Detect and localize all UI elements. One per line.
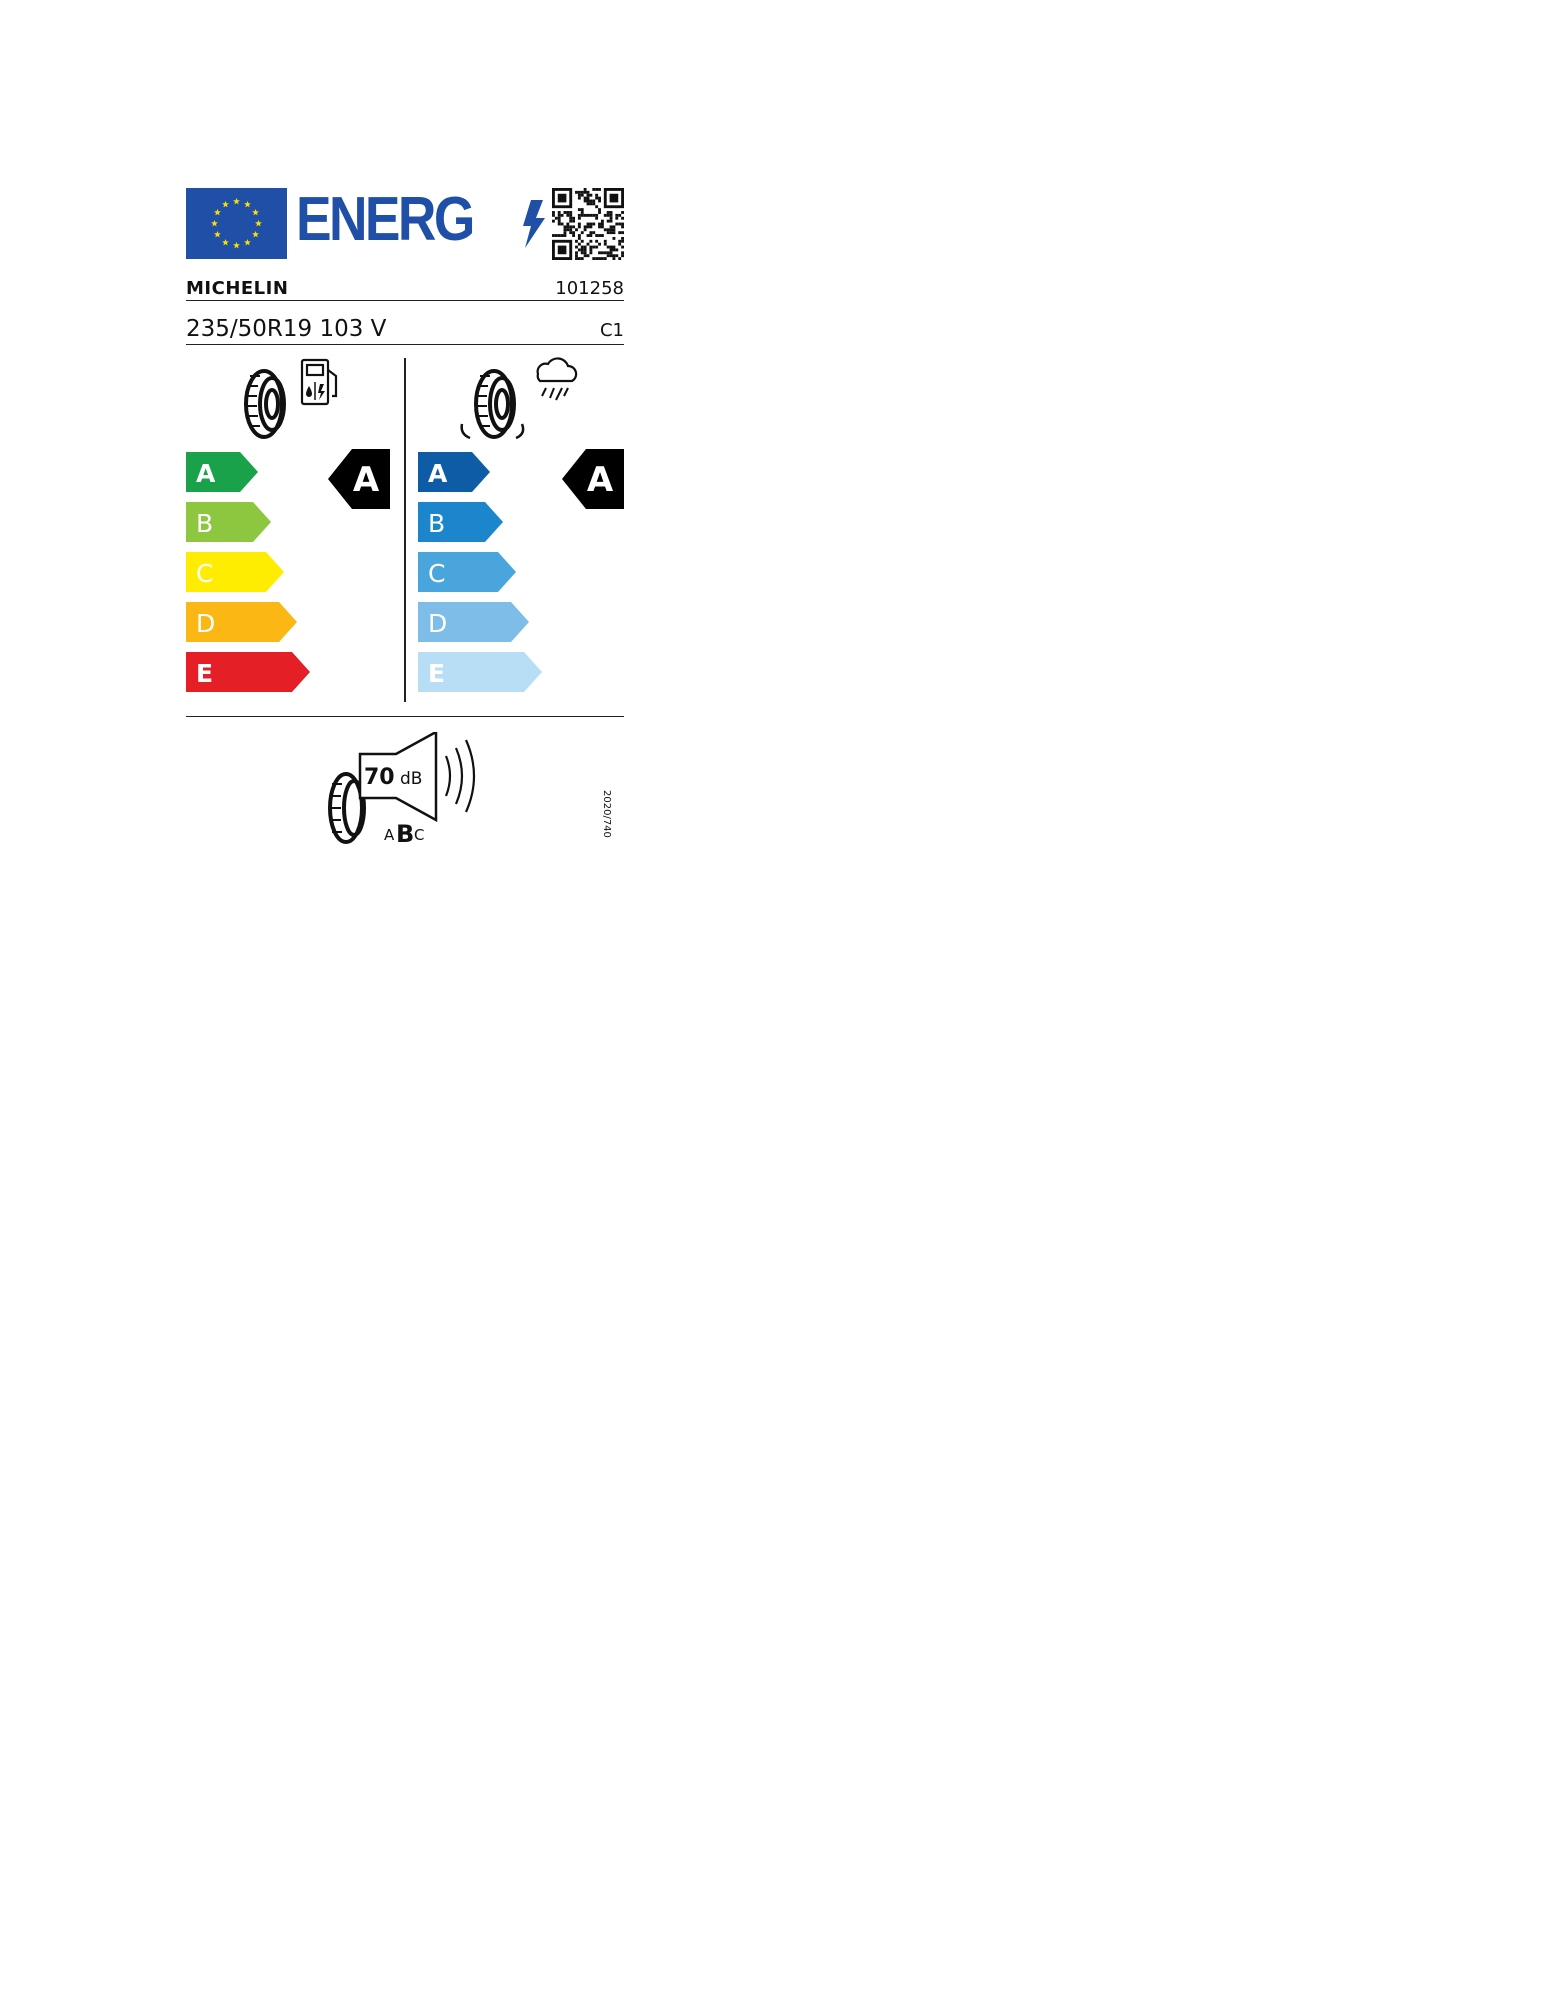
- noise-value: 70: [364, 765, 395, 790]
- wet-bar-label: D: [428, 609, 447, 638]
- divider: [186, 716, 624, 717]
- noise-class-b: B: [396, 820, 414, 848]
- fuel-rating: A: [353, 460, 380, 500]
- fuel-bar-a: A: [186, 452, 258, 492]
- fuel-bar-d: D: [186, 602, 297, 642]
- wet-bar-d: D: [418, 602, 529, 642]
- eu-star-icon: [252, 208, 259, 216]
- divider: [186, 300, 624, 301]
- tyre-class: C1: [599, 320, 624, 341]
- wet-bar-c: C: [418, 552, 516, 592]
- lightning-bolt-icon: [523, 200, 545, 248]
- eu-star-icon: [214, 230, 221, 238]
- wet-bar-e: E: [418, 652, 542, 692]
- wet-bar-label: E: [428, 659, 445, 688]
- tyre-size: 235/50R19 103 V: [186, 316, 387, 342]
- fuel-bar-b: B: [186, 502, 271, 542]
- fuel-bar-label: A: [196, 459, 216, 488]
- fuel-bar-label: E: [196, 659, 213, 688]
- fuel-bar-c: C: [186, 552, 284, 592]
- eu-star-icon: [214, 208, 221, 216]
- noise-class-c: C: [414, 826, 424, 844]
- energy-title: ENERG: [296, 185, 546, 264]
- rain-cloud-tyre-icon: [460, 357, 578, 440]
- wet-bar-a: A: [418, 452, 490, 492]
- eu-star-icon: [252, 230, 259, 238]
- fuel-rating-arrow: A: [328, 449, 390, 509]
- fuel-bar-label: C: [196, 559, 213, 588]
- fuel-bar-label: D: [196, 609, 215, 638]
- wet-bar-label: C: [428, 559, 445, 588]
- eu-star-icon: [222, 238, 229, 246]
- article-number: 101258: [555, 278, 624, 299]
- noise-unit: dB: [400, 769, 422, 789]
- wet-bar-label: A: [428, 459, 448, 488]
- eu-star-icon: [244, 200, 251, 208]
- divider: [186, 344, 624, 345]
- qr-code-icon: [552, 188, 624, 260]
- fuel-bar-label: B: [196, 509, 213, 538]
- fuel-pump-tyre-icon: [244, 358, 338, 439]
- fuel-bar-e: E: [186, 652, 310, 692]
- wet-rating-arrow: A: [562, 449, 624, 509]
- energy-title-text: ENERG: [296, 185, 475, 254]
- eu-star-icon: [233, 241, 240, 249]
- wet-bar-label: B: [428, 509, 445, 538]
- eu-star-icon: [233, 197, 240, 205]
- eu-star-icon: [244, 238, 251, 246]
- speaker-tyre-icon: 70 dB A B C: [328, 732, 476, 848]
- tyre-energy-label: ENERG MICHELIN 101258 235/50R19 103 V C1: [186, 185, 624, 858]
- noise-class-a: A: [384, 826, 395, 844]
- eu-star-icon: [222, 200, 229, 208]
- eu-flag-icon: [186, 188, 287, 259]
- wet-rating: A: [587, 460, 614, 500]
- regulation-number: 2020/740: [601, 790, 612, 838]
- eu-star-icon: [255, 219, 262, 227]
- wet-bar-b: B: [418, 502, 503, 542]
- brand-name: MICHELIN: [186, 278, 289, 299]
- column-divider: [404, 358, 406, 702]
- eu-star-icon: [211, 219, 218, 227]
